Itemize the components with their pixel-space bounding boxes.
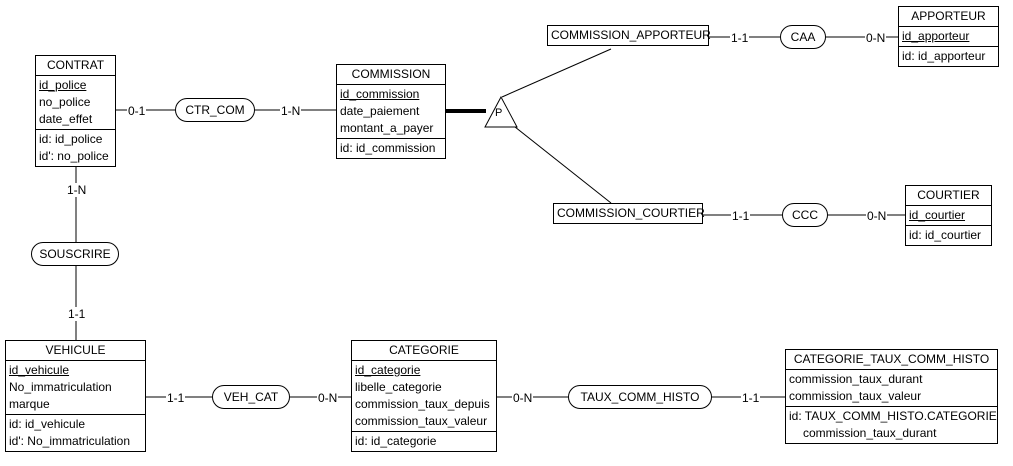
relationship-ccc[interactable]: CCC xyxy=(782,203,828,227)
identifier: id: id_categorie xyxy=(355,434,437,448)
attribute: montant_a_payer xyxy=(340,121,434,135)
cardinality-label: 0-N xyxy=(317,391,339,405)
attribute: commission_taux_valeur xyxy=(789,389,922,403)
entity-commission-courtier[interactable]: COMMISSION_COURTIER xyxy=(553,203,705,224)
relationship-souscrire[interactable]: SOUSCRIRE xyxy=(31,242,119,266)
attribute: marque xyxy=(9,397,50,411)
isa-label: P xyxy=(495,107,503,119)
cardinality-label: 0-N xyxy=(865,31,887,45)
attribute: date_paiement xyxy=(340,104,420,118)
primary-key-attribute: id_courtier xyxy=(909,208,966,222)
cardinality-label: 1-N xyxy=(66,183,88,197)
cardinality-label: 1-1 xyxy=(166,391,186,405)
identifier: id: id_vehicule xyxy=(9,417,86,431)
cardinality-label: 0-1 xyxy=(127,104,147,118)
entity-contrat[interactable]: CONTRAT id_police no_police date_effet i… xyxy=(35,55,116,167)
entity-title: COMMISSION_COURTIER xyxy=(557,206,705,220)
relationship-veh-cat[interactable]: VEH_CAT xyxy=(212,385,290,409)
entity-title: APPORTEUR xyxy=(899,7,998,27)
primary-key-attribute: id_categorie xyxy=(355,363,421,377)
attribute: commission_taux_valeur xyxy=(355,414,488,428)
identifier: id: TAUX_COMM_HISTO.CATEGORIE xyxy=(789,409,997,423)
identifier: id: id_police xyxy=(39,132,103,146)
relationship-caa[interactable]: CAA xyxy=(780,25,826,49)
cardinality-label: 0-N xyxy=(512,391,534,405)
primary-key-attribute: id_vehicule xyxy=(9,363,70,377)
cardinality-label: 1-1 xyxy=(741,391,761,405)
cardinality-label: 0-N xyxy=(866,209,888,223)
entity-categorie[interactable]: CATEGORIE id_categorie libelle_categorie… xyxy=(351,340,497,452)
entity-apporteur[interactable]: APPORTEUR id_apporteur id: id_apporteur xyxy=(898,6,999,67)
primary-key-attribute: id_commission xyxy=(340,87,420,101)
link-isa-commission-courtier xyxy=(509,122,612,204)
attribute: commission_taux_depuis xyxy=(355,397,490,411)
attribute: No_immatriculation xyxy=(9,380,112,394)
entity-title: CATEGORIE_TAUX_COMM_HISTO xyxy=(786,350,997,370)
cardinality-label: 1-N xyxy=(280,104,302,118)
entity-title: CONTRAT xyxy=(36,56,115,76)
attribute: date_effet xyxy=(39,112,93,126)
cardinality-label: 1-1 xyxy=(731,209,751,223)
identifier: id: id_courtier xyxy=(909,228,982,242)
identifier: id: id_commission xyxy=(340,141,436,155)
identifier: id': no_police xyxy=(39,149,109,163)
identifier: commission_taux_durant xyxy=(803,426,937,440)
entity-commission-apporteur[interactable]: COMMISSION_APPORTEUR xyxy=(547,25,711,46)
identifier: id: id_apporteur xyxy=(902,49,986,63)
entity-commission[interactable]: COMMISSION id_commission date_paiement m… xyxy=(336,64,446,159)
primary-key-attribute: id_apporteur xyxy=(902,29,970,43)
relationship-ctr-com[interactable]: CTR_COM xyxy=(175,98,255,122)
cardinality-label: 1-1 xyxy=(67,307,87,321)
link-isa-commission-apporteur xyxy=(501,48,612,98)
primary-key-attribute: id_police xyxy=(39,78,87,92)
entity-categorie-taux-comm-histo[interactable]: CATEGORIE_TAUX_COMM_HISTO commission_tau… xyxy=(785,349,998,444)
attribute: no_police xyxy=(39,95,91,109)
entity-vehicule[interactable]: VEHICULE id_vehicule No_immatriculation … xyxy=(5,340,146,452)
attribute: libelle_categorie xyxy=(355,380,442,394)
isa-triangle xyxy=(484,95,518,128)
entity-title: COURTIER xyxy=(906,186,991,206)
entity-courtier[interactable]: COURTIER id_courtier id: id_courtier xyxy=(905,185,992,246)
cardinality-label: 1-1 xyxy=(730,31,750,45)
relationship-taux-comm-histo[interactable]: TAUX_COMM_HISTO xyxy=(568,385,712,409)
entity-title: CATEGORIE xyxy=(352,341,496,361)
entity-title: COMMISSION_APPORTEUR xyxy=(551,28,711,42)
identifier: id': No_immatriculation xyxy=(9,434,131,448)
attribute: commission_taux_durant xyxy=(789,372,923,386)
entity-title: COMMISSION xyxy=(337,65,445,85)
entity-title: VEHICULE xyxy=(6,341,145,361)
